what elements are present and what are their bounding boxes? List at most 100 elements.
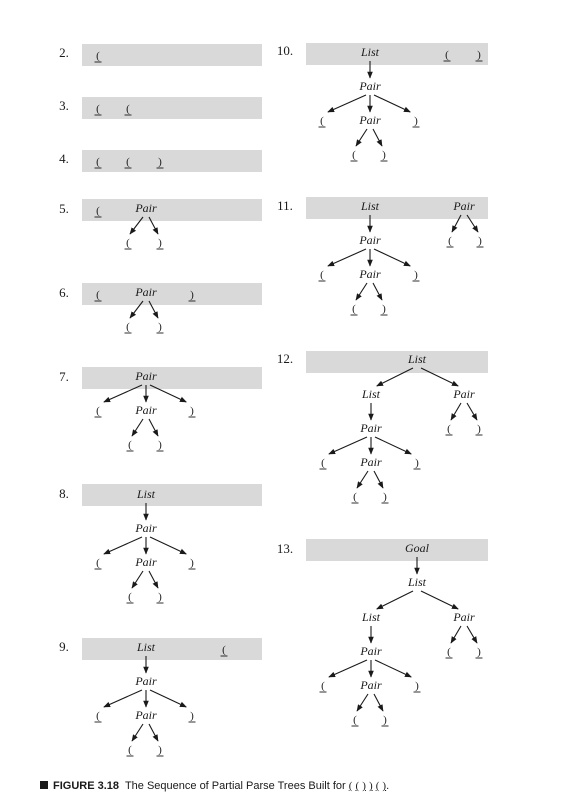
nonterminal: Pair	[134, 555, 157, 569]
token: (	[128, 744, 132, 756]
nonterminal: Pair	[452, 610, 475, 624]
token: (	[96, 289, 100, 301]
tree-edge	[328, 659, 368, 678]
token: (	[352, 303, 356, 315]
token: (	[96, 205, 100, 217]
tree-edge	[450, 402, 462, 421]
tree-edge	[131, 723, 144, 742]
nonterminal: Pair	[134, 521, 157, 535]
caption-token: )	[382, 780, 387, 792]
nonterminal: Pair	[134, 403, 157, 417]
token: (	[126, 321, 130, 333]
nonterminal: List	[361, 387, 381, 401]
nonterminal: Pair	[452, 199, 475, 213]
tree-edge	[103, 689, 143, 708]
nonterminal: List	[136, 640, 156, 654]
nonterminal: List	[360, 45, 380, 59]
nonterminal: Pair	[358, 267, 381, 281]
nonterminal: List	[407, 575, 427, 589]
caption-token: (	[375, 780, 380, 792]
token: )	[158, 321, 162, 333]
token: (	[352, 149, 356, 161]
caption-token: (	[355, 780, 360, 792]
caption-text: The Sequence of Partial Parse Trees Buil…	[124, 780, 346, 792]
tree-edge	[129, 216, 144, 235]
token: )	[382, 149, 386, 161]
token: (	[320, 115, 324, 127]
tree-edge	[149, 689, 187, 708]
nonterminal: Pair	[359, 421, 382, 435]
step-number: 5.	[59, 201, 69, 216]
tree-edge	[327, 248, 367, 267]
token: (	[353, 491, 357, 503]
nonterminal: List	[407, 352, 427, 366]
token: )	[190, 405, 194, 417]
step-number: 12.	[277, 351, 293, 366]
caption-token: (	[348, 780, 353, 792]
nonterminal: Pair	[134, 708, 157, 722]
token: (	[96, 50, 100, 62]
token: )	[477, 646, 481, 658]
token: )	[382, 303, 386, 315]
token: )	[477, 423, 481, 435]
token: (	[128, 439, 132, 451]
token: (	[445, 49, 449, 61]
token: (	[448, 235, 452, 247]
token: (	[320, 269, 324, 281]
token: )	[383, 714, 387, 726]
nonterminal: List	[361, 610, 381, 624]
token: (	[447, 646, 451, 658]
token: )	[415, 457, 419, 469]
tree-edge	[103, 536, 143, 555]
tree-edge	[103, 384, 143, 403]
token: (	[96, 710, 100, 722]
stack-band	[306, 351, 488, 373]
caption-period: .	[386, 780, 390, 792]
token: )	[158, 591, 162, 603]
tree-edge	[328, 436, 368, 455]
token: )	[158, 744, 162, 756]
nonterminal: Pair	[358, 113, 381, 127]
token: (	[353, 714, 357, 726]
stack-band	[306, 43, 488, 65]
token: )	[190, 710, 194, 722]
tree-edge	[374, 436, 412, 455]
nonterminal: Pair	[134, 674, 157, 688]
tree-edge	[327, 94, 367, 113]
caption-token: )	[362, 780, 366, 792]
caption-token: )	[368, 780, 373, 792]
tree-edge	[376, 590, 414, 610]
tree-edge	[148, 418, 159, 437]
token: )	[158, 439, 162, 451]
tree-edge	[450, 625, 462, 644]
tree-edge	[466, 214, 479, 233]
parse-step: 7.Pair(Pair)()	[59, 367, 262, 452]
nonterminal: Pair	[358, 233, 381, 247]
figure-caption: FIGURE 3.18 The Sequence of Partial Pars…	[40, 778, 540, 794]
tree-edge	[149, 536, 187, 555]
tree-edge	[466, 625, 478, 644]
step-number: 13.	[277, 541, 293, 556]
tree-edge	[356, 470, 369, 489]
nonterminal: Pair	[359, 678, 382, 692]
stack-band	[82, 97, 262, 119]
tree-edge	[420, 367, 459, 387]
parse-step: 5.(Pair()	[59, 199, 262, 250]
stack-band	[82, 150, 262, 172]
token: )	[158, 237, 162, 249]
caption-square-icon	[40, 781, 48, 789]
nonterminal: Pair	[358, 79, 381, 93]
step-number: 8.	[59, 486, 69, 501]
tree-edge	[374, 659, 412, 678]
tree-edge	[149, 384, 187, 403]
step-number: 6.	[59, 285, 69, 300]
tree-edge	[373, 248, 411, 267]
token: )	[190, 557, 194, 569]
token: (	[126, 103, 130, 115]
tree-edge	[466, 402, 478, 421]
tree-edge	[451, 214, 462, 233]
